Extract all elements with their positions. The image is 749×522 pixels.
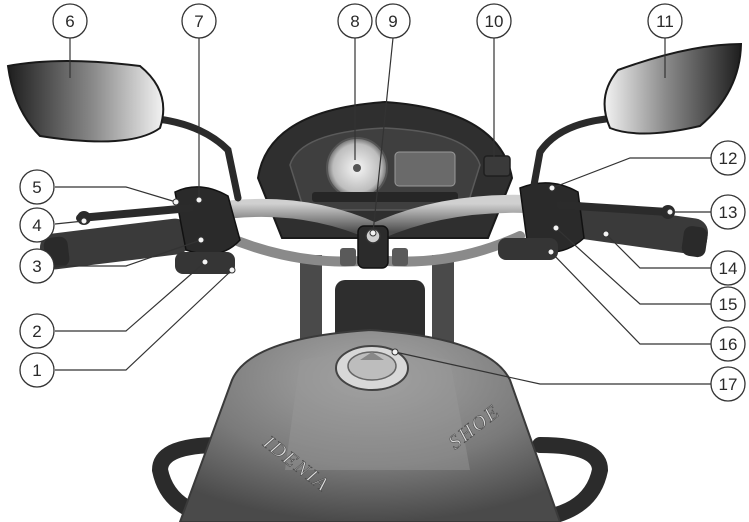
callout-5: 5 — [20, 170, 54, 204]
callout-number: 1 — [32, 361, 41, 380]
callout-number: 15 — [719, 295, 738, 314]
callout-number: 10 — [485, 12, 504, 31]
callout-number: 2 — [32, 322, 41, 341]
callout-number: 4 — [32, 216, 41, 235]
indicator-strip — [312, 192, 458, 202]
callout-17: 17 — [711, 367, 745, 401]
callout-11: 11 — [648, 4, 682, 38]
callout-10: 10 — [477, 4, 511, 38]
callout-number: 9 — [388, 12, 397, 31]
digital-display — [395, 152, 455, 186]
callout-7: 7 — [182, 4, 216, 38]
callout-number: 6 — [65, 12, 74, 31]
callout-number: 14 — [719, 259, 738, 278]
callout-number: 12 — [719, 149, 738, 168]
callout-number: 17 — [719, 375, 738, 394]
callout-9: 9 — [376, 4, 410, 38]
callout-number: 8 — [350, 12, 359, 31]
callout-number: 5 — [32, 178, 41, 197]
callout-number: 7 — [194, 12, 203, 31]
callout-3: 3 — [20, 249, 54, 283]
right-rearview-mirror — [605, 44, 741, 134]
motorcycle-illustration: IDENIA SHOE — [8, 44, 741, 522]
callout-13: 13 — [711, 195, 745, 229]
callout-6: 6 — [53, 4, 87, 38]
hazard-switch-housing — [484, 156, 510, 176]
callout-12: 12 — [711, 141, 745, 175]
callout-2: 2 — [20, 314, 54, 348]
callout-number: 3 — [32, 257, 41, 276]
callout-1: 1 — [20, 353, 54, 387]
callout-16: 16 — [711, 327, 745, 361]
callout-8: 8 — [338, 4, 372, 38]
left-rearview-mirror — [8, 61, 163, 141]
callout-number: 11 — [656, 12, 674, 31]
callout-4: 4 — [20, 208, 54, 242]
callout-15: 15 — [711, 287, 745, 321]
callout-number: 16 — [719, 335, 738, 354]
callout-number: 13 — [719, 203, 738, 222]
callout-14: 14 — [711, 251, 745, 285]
speedometer-hub — [353, 164, 361, 172]
